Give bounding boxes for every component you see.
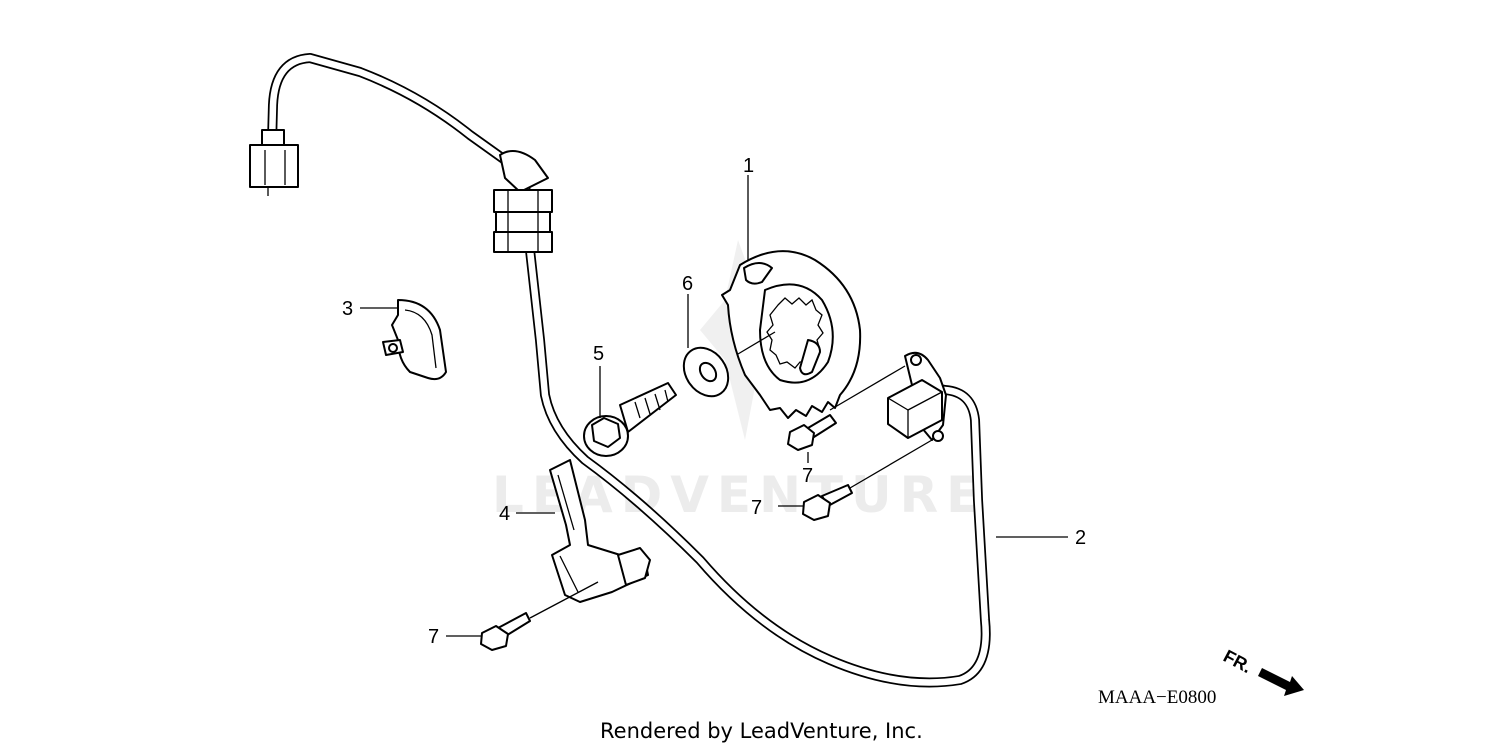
callout-4: 4 (499, 503, 510, 525)
leader-lines (360, 175, 1068, 637)
callout-2: 2 (1075, 527, 1086, 549)
harness-connector (249, 144, 299, 188)
diagram-code: MAAA−E0800 (1098, 687, 1216, 708)
flange-bolt (583, 382, 677, 457)
direction-label: FR. (1220, 646, 1255, 677)
harness-elbow-boot (499, 150, 549, 193)
callout-7-upper: 7 (802, 465, 813, 487)
front-arrow-icon (1258, 668, 1304, 696)
callout-3: 3 (342, 298, 353, 320)
cover-bracket (382, 299, 447, 381)
render-credit: Rendered by LeadVenture, Inc. (600, 719, 923, 743)
bolt-middle (802, 484, 853, 521)
wiring-harness (249, 53, 991, 688)
pulse-generator (887, 351, 947, 442)
front-direction-indicator: FR. (1220, 646, 1304, 696)
callout-1: 1 (743, 155, 754, 177)
callout-6: 6 (682, 273, 693, 295)
callout-7-lower: 7 (428, 626, 439, 648)
harness-grommet (493, 189, 553, 253)
pulse-rotor-plate (721, 250, 862, 419)
callout-5: 5 (593, 343, 604, 365)
clamp-bracket (549, 459, 651, 603)
bolt-upper (787, 414, 837, 451)
bolt-lower (480, 612, 531, 651)
callout-7-middle: 7 (751, 497, 762, 519)
washer (682, 346, 730, 398)
